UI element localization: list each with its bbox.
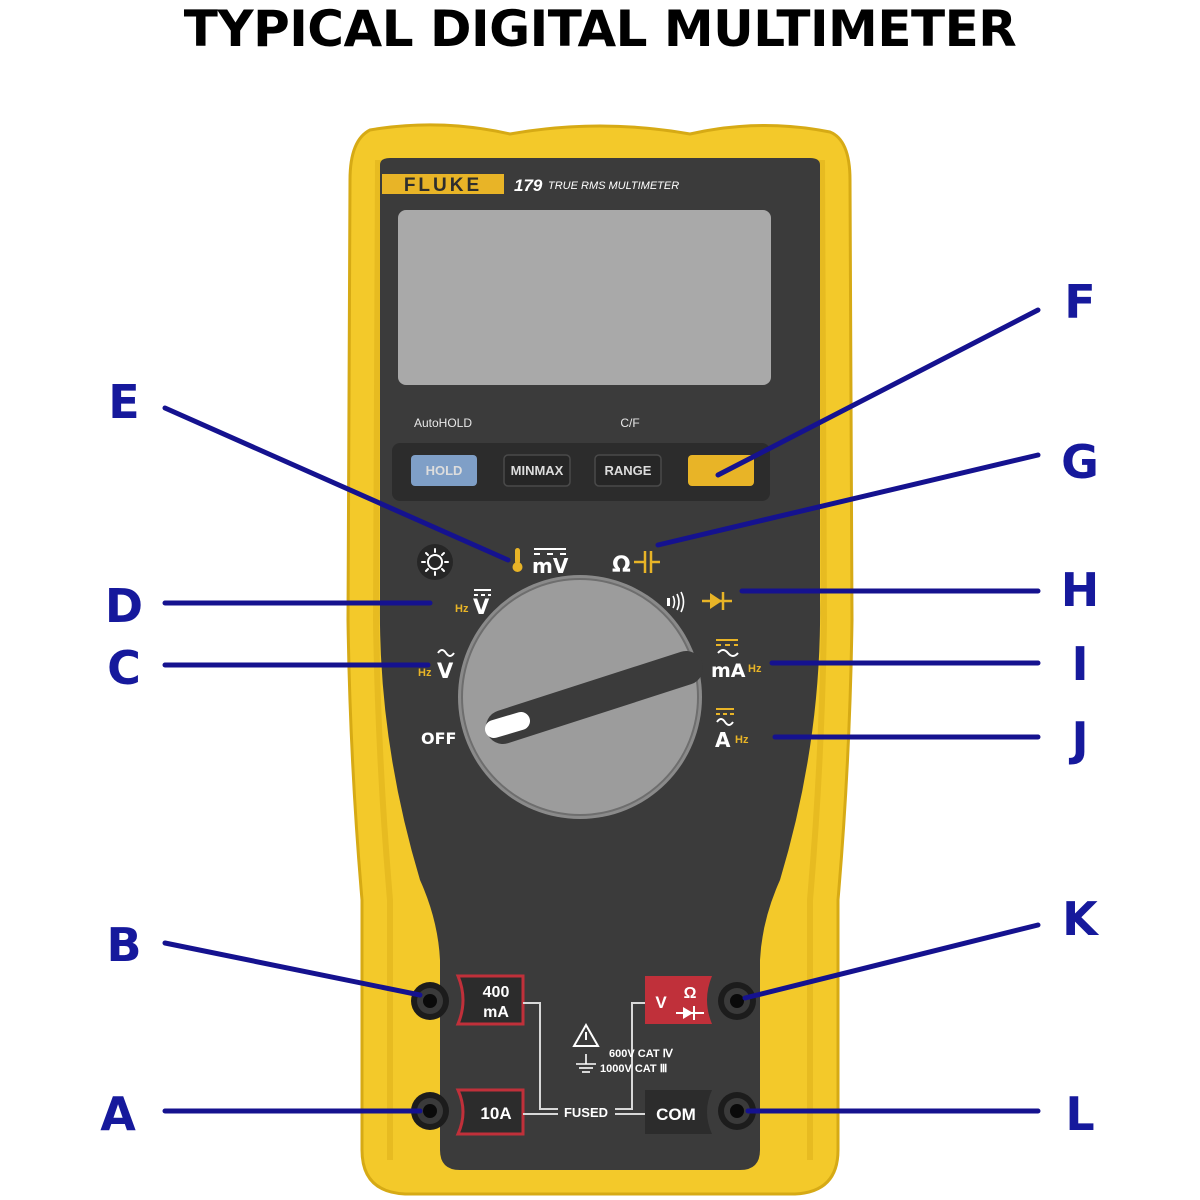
ma-symbol: mA (711, 639, 746, 682)
cf-label: C/F (620, 416, 639, 430)
callout-l: L (1065, 1087, 1094, 1141)
callout-f: F (1064, 275, 1095, 329)
svg-text:V: V (437, 659, 454, 683)
leader-g (655, 452, 1041, 548)
svg-text:A: A (715, 728, 731, 752)
svg-text:mA: mA (483, 1004, 509, 1021)
svg-text:RANGE: RANGE (605, 463, 652, 478)
ohm-symbol: Ω (612, 553, 631, 578)
model-subtitle: TRUE RMS MULTIMETER (548, 180, 679, 192)
svg-text:400: 400 (483, 984, 510, 1001)
ma-jack-badge: 400 mA (455, 974, 525, 1026)
range-button[interactable]: RANGE (594, 454, 662, 487)
callout-i: I (1071, 637, 1088, 691)
holster-shade (372, 159, 828, 1160)
diode-icon (702, 592, 732, 610)
svg-text:V: V (655, 993, 667, 1012)
jack-400ma[interactable] (411, 982, 449, 1020)
dial-pointer (485, 712, 530, 738)
callout-h: H (1061, 563, 1100, 617)
rating-1000v: 1000V CAT Ⅲ (600, 1063, 667, 1075)
callout-k: K (1062, 892, 1100, 946)
v-ohm-jack-badge: V Ω (645, 976, 712, 1024)
thermometer-icon (512, 548, 523, 572)
jack-v-ohm[interactable] (718, 982, 756, 1020)
jack-10a[interactable] (411, 1092, 449, 1130)
diode-icon (676, 1006, 704, 1020)
v-ac-symbol: V (437, 649, 455, 683)
hz-label-d: Hz (455, 603, 469, 615)
svg-text:V: V (473, 595, 490, 619)
brand-plate (382, 174, 504, 194)
hold-button[interactable]: HOLD (411, 455, 477, 486)
off-label: OFF (421, 729, 456, 748)
callout-j: J (1068, 712, 1088, 766)
button-bezel (392, 443, 770, 501)
backlight-sun-icon[interactable] (417, 544, 453, 580)
svg-text:MINMAX: MINMAX (511, 463, 564, 478)
v-dc-symbol: V (473, 589, 491, 619)
svg-text:HOLD: HOLD (426, 463, 463, 478)
mv-dc-symbol: mV (532, 548, 569, 578)
hz-label-i: Hz (748, 663, 762, 675)
leader-k (742, 922, 1041, 1001)
svg-text:Ω: Ω (684, 985, 697, 1002)
svg-text:mV: mV (532, 554, 569, 578)
jack-com[interactable] (718, 1092, 756, 1130)
callout-c: C (107, 641, 141, 695)
autohold-label: AutoHOLD (414, 416, 472, 430)
leader-f (715, 307, 1041, 478)
minmax-button[interactable]: MINMAX (503, 454, 571, 487)
page-title: TYPICAL DIGITAL MULTIMETER (183, 0, 1017, 58)
hz-label-c: Hz (418, 667, 432, 679)
rating-600v: 600V CAT Ⅳ (609, 1048, 674, 1060)
leader-b (162, 940, 423, 998)
continuity-sound-icon (667, 591, 685, 613)
hz-label-j: Hz (735, 734, 749, 746)
capacitor-icon (634, 551, 660, 573)
fused-label: FUSED (564, 1105, 608, 1120)
callout-g: G (1061, 435, 1099, 489)
callout-leaders (162, 307, 1041, 1114)
callout-b: B (106, 918, 141, 972)
callout-a: A (100, 1087, 136, 1141)
com-jack-badge: COM (645, 1090, 712, 1134)
rotary-selector-dial[interactable] (458, 575, 703, 819)
a-symbol: A (715, 708, 734, 752)
model-number: 179 (514, 176, 543, 195)
ground-icon (576, 1054, 596, 1073)
svg-text:10A: 10A (480, 1104, 511, 1123)
tenA-jack-badge: 10A (455, 1088, 525, 1136)
brand-name: FLUKE (404, 175, 482, 196)
warning-triangle-icon (572, 1022, 600, 1047)
fuse-wiring (523, 1002, 645, 1115)
callout-e: E (108, 375, 139, 429)
svg-text:COM: COM (656, 1105, 696, 1124)
leader-e (162, 405, 511, 563)
lcd-display (398, 210, 771, 385)
svg-text:mA: mA (711, 660, 746, 682)
callout-d: D (105, 579, 143, 633)
